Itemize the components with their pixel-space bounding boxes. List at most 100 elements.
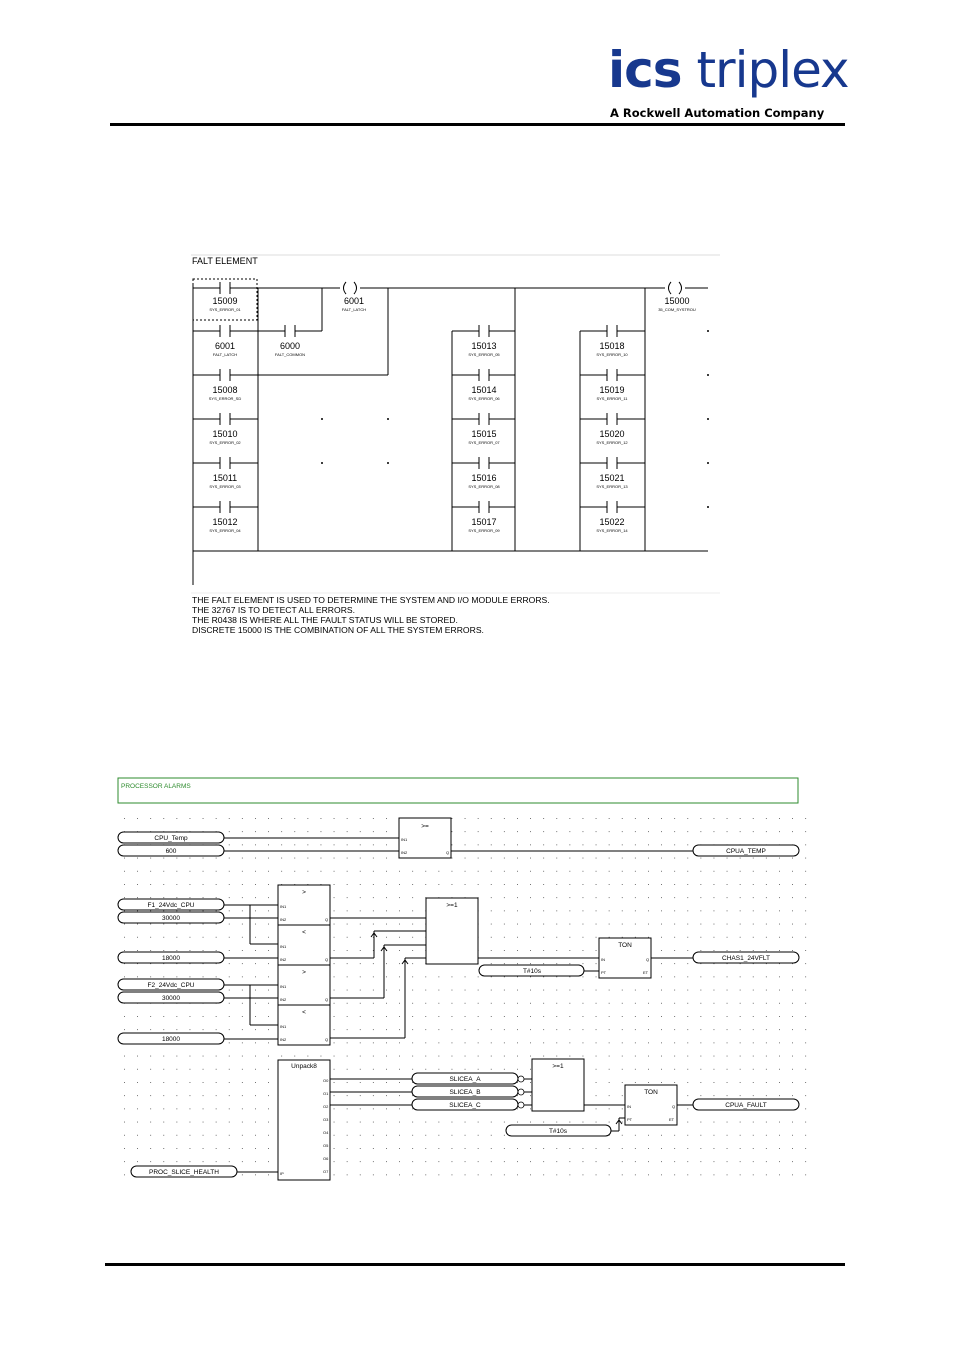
grid-dot [359,818,361,819]
grid-dot [372,963,374,965]
grid-dot [228,910,230,912]
grid-dot [346,857,348,859]
grid-dot [517,976,518,978]
grid-dot [805,818,807,819]
contact-symbol [606,457,618,469]
grid-dot [648,1068,649,1070]
grid-dot [700,950,702,951]
grid-dot [805,897,807,899]
grid-dot [700,1082,702,1083]
grid-dot [137,1108,138,1110]
grid-dot [189,976,191,978]
grid-dot [648,1174,649,1176]
grid-dot [399,1042,400,1044]
grid-dot [189,1108,191,1110]
grid-dot [595,910,597,912]
grid-dot [333,1095,335,1097]
contact-15009: 15009 [212,296,237,306]
contact-symbol [478,369,490,381]
grid-dot [215,963,217,965]
grid-dot [189,936,191,938]
grid-dot [779,936,780,938]
grid-dot [425,1016,427,1017]
grid-dot [241,1108,243,1110]
grid-dot [202,976,204,978]
grid-dot [530,910,531,912]
grid-dot [255,1148,256,1149]
comment-line-2: THE 32767 IS TO DETECT ALL ERRORS. [192,605,355,615]
grid-dot [582,1016,584,1017]
grid-dot [399,884,400,885]
grid-dot [779,831,780,833]
grid-dot [124,897,125,899]
grid-dot [805,1042,807,1044]
grid-dot [805,1016,807,1017]
grid-dot [792,870,793,872]
block-unpack-title: Unpack8 [291,1063,317,1070]
grid-dot [765,870,767,872]
grid-dot [713,936,715,938]
grid-dot [608,870,610,872]
grid-dot [189,1068,191,1070]
grid-dot [634,884,636,885]
grid-dot [517,857,518,859]
grid-dot [307,1055,309,1057]
grid-dot [805,910,807,912]
grid-dot [189,963,191,965]
grid-dot [451,884,453,885]
grid-dot [163,1068,165,1070]
grid-dot [372,1016,374,1017]
grid-dot [228,1082,230,1083]
grid-dot [517,897,518,899]
grid-dot [464,818,466,819]
grid-dot [215,818,217,819]
grid-dot [215,1029,217,1031]
pin-label: Q [672,1104,675,1109]
grid-dot [372,897,374,899]
grid-dot [425,976,427,978]
grid-dot [792,1134,793,1136]
grid-dot [543,870,545,872]
grid-dot [707,330,709,332]
grid-dot [464,1134,466,1136]
grid-dot [752,1174,754,1176]
contact-6000-tag: FALT_COMMON [275,352,305,357]
grid-dot [648,857,649,859]
grid-dot [163,936,165,938]
grid-dot [124,1174,125,1176]
grid-dot [713,857,715,859]
grid-dot [805,976,807,978]
grid-dot [726,1055,728,1057]
grid-dot [137,910,138,912]
grid-dot [176,1068,178,1070]
contact-6000: 6000 [280,341,300,351]
grid-dot [215,923,217,925]
grid-dot [228,1161,230,1163]
grid-dot [556,1055,558,1057]
grid-dot [621,870,623,872]
grid-dot [805,1174,807,1176]
grid-dot [608,1042,610,1044]
footer-rule [105,1263,845,1266]
grid-dot [176,1016,178,1017]
block-lt2-title: < [302,1009,306,1016]
grid-dot [765,989,767,991]
grid-dot [333,923,335,925]
grid-dot [556,870,558,872]
grid-dot [176,976,178,978]
grid-dot [176,936,178,938]
block-ge-title: >= [421,823,429,830]
grid-dot [333,1161,335,1163]
grid-dot [503,884,505,885]
grid-dot [634,1082,636,1083]
grid-dot [215,1121,217,1123]
contact-symbol [478,501,490,513]
grid-dot [124,923,125,925]
grid-dot [333,1068,335,1070]
grid-dot [268,923,269,925]
grid-dot [634,844,636,846]
grid-dot [359,1055,361,1057]
grid-dot [687,1042,689,1044]
grid-dot [399,897,400,899]
grid-dot [255,818,256,819]
